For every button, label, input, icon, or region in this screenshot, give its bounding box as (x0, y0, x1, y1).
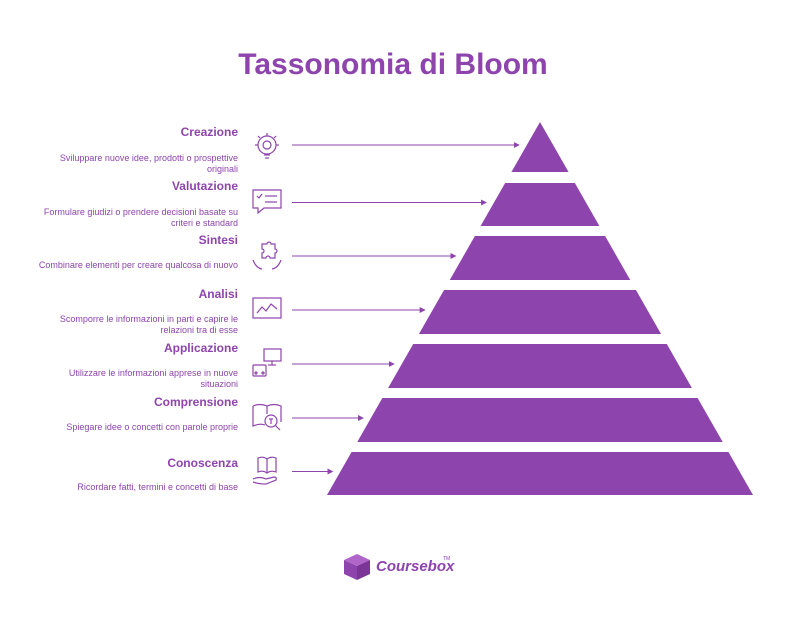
level-desc-applicazione: Utilizzare le informazioni apprese in nu… (68, 368, 238, 389)
level-desc-conoscenza: Ricordare fatti, termini e concetti di b… (77, 482, 238, 492)
level-title-creazione: Creazione (180, 125, 238, 139)
pyramid-layer-applicazione (388, 344, 692, 388)
monitor-bus-icon (250, 346, 284, 380)
page-title: Tassonomia di Bloom (238, 48, 548, 81)
level-desc-comprensione: Spiegare idee o concetti con parole prop… (66, 422, 238, 432)
level-title-valutazione: Valutazione (171, 179, 238, 193)
line-chart-icon (250, 292, 284, 326)
level-title-analisi: Analisi (198, 287, 238, 301)
pyramid-layer-valutazione (480, 183, 600, 226)
lightbulb-gear-icon (250, 130, 284, 164)
book-magnifier-icon (250, 400, 284, 434)
level-desc-sintesi: Combinare elementi per creare qualcosa d… (38, 260, 238, 270)
level-desc-creazione: Sviluppare nuove idee, prodotti o prospe… (59, 153, 238, 174)
pyramid-layer-conoscenza (327, 452, 753, 495)
level-title-comprensione: Comprensione (153, 395, 238, 409)
pyramid-layer-comprensione (357, 398, 723, 442)
pyramid-layer-analisi (418, 290, 662, 334)
coursebox-logo-icon (344, 554, 370, 580)
level-desc-valutazione: Formulare giudizi o prendere decisioni b… (43, 207, 238, 228)
logo-trademark: TM (443, 556, 451, 562)
hands-puzzle-icon (250, 238, 284, 272)
level-title-sintesi: Sintesi (198, 233, 238, 247)
level-title-conoscenza: Conoscenza (167, 456, 238, 470)
level-title-applicazione: Applicazione (163, 341, 238, 355)
level-desc-analisi: Scomporre le informazioni in parti e cap… (59, 314, 238, 335)
open-book-hand-icon (250, 454, 284, 488)
pyramid-layer-sintesi (449, 236, 631, 280)
checklist-speech-icon (250, 184, 284, 218)
logo-text: Coursebox (376, 558, 455, 575)
pyramid-layer-creazione (511, 122, 569, 172)
